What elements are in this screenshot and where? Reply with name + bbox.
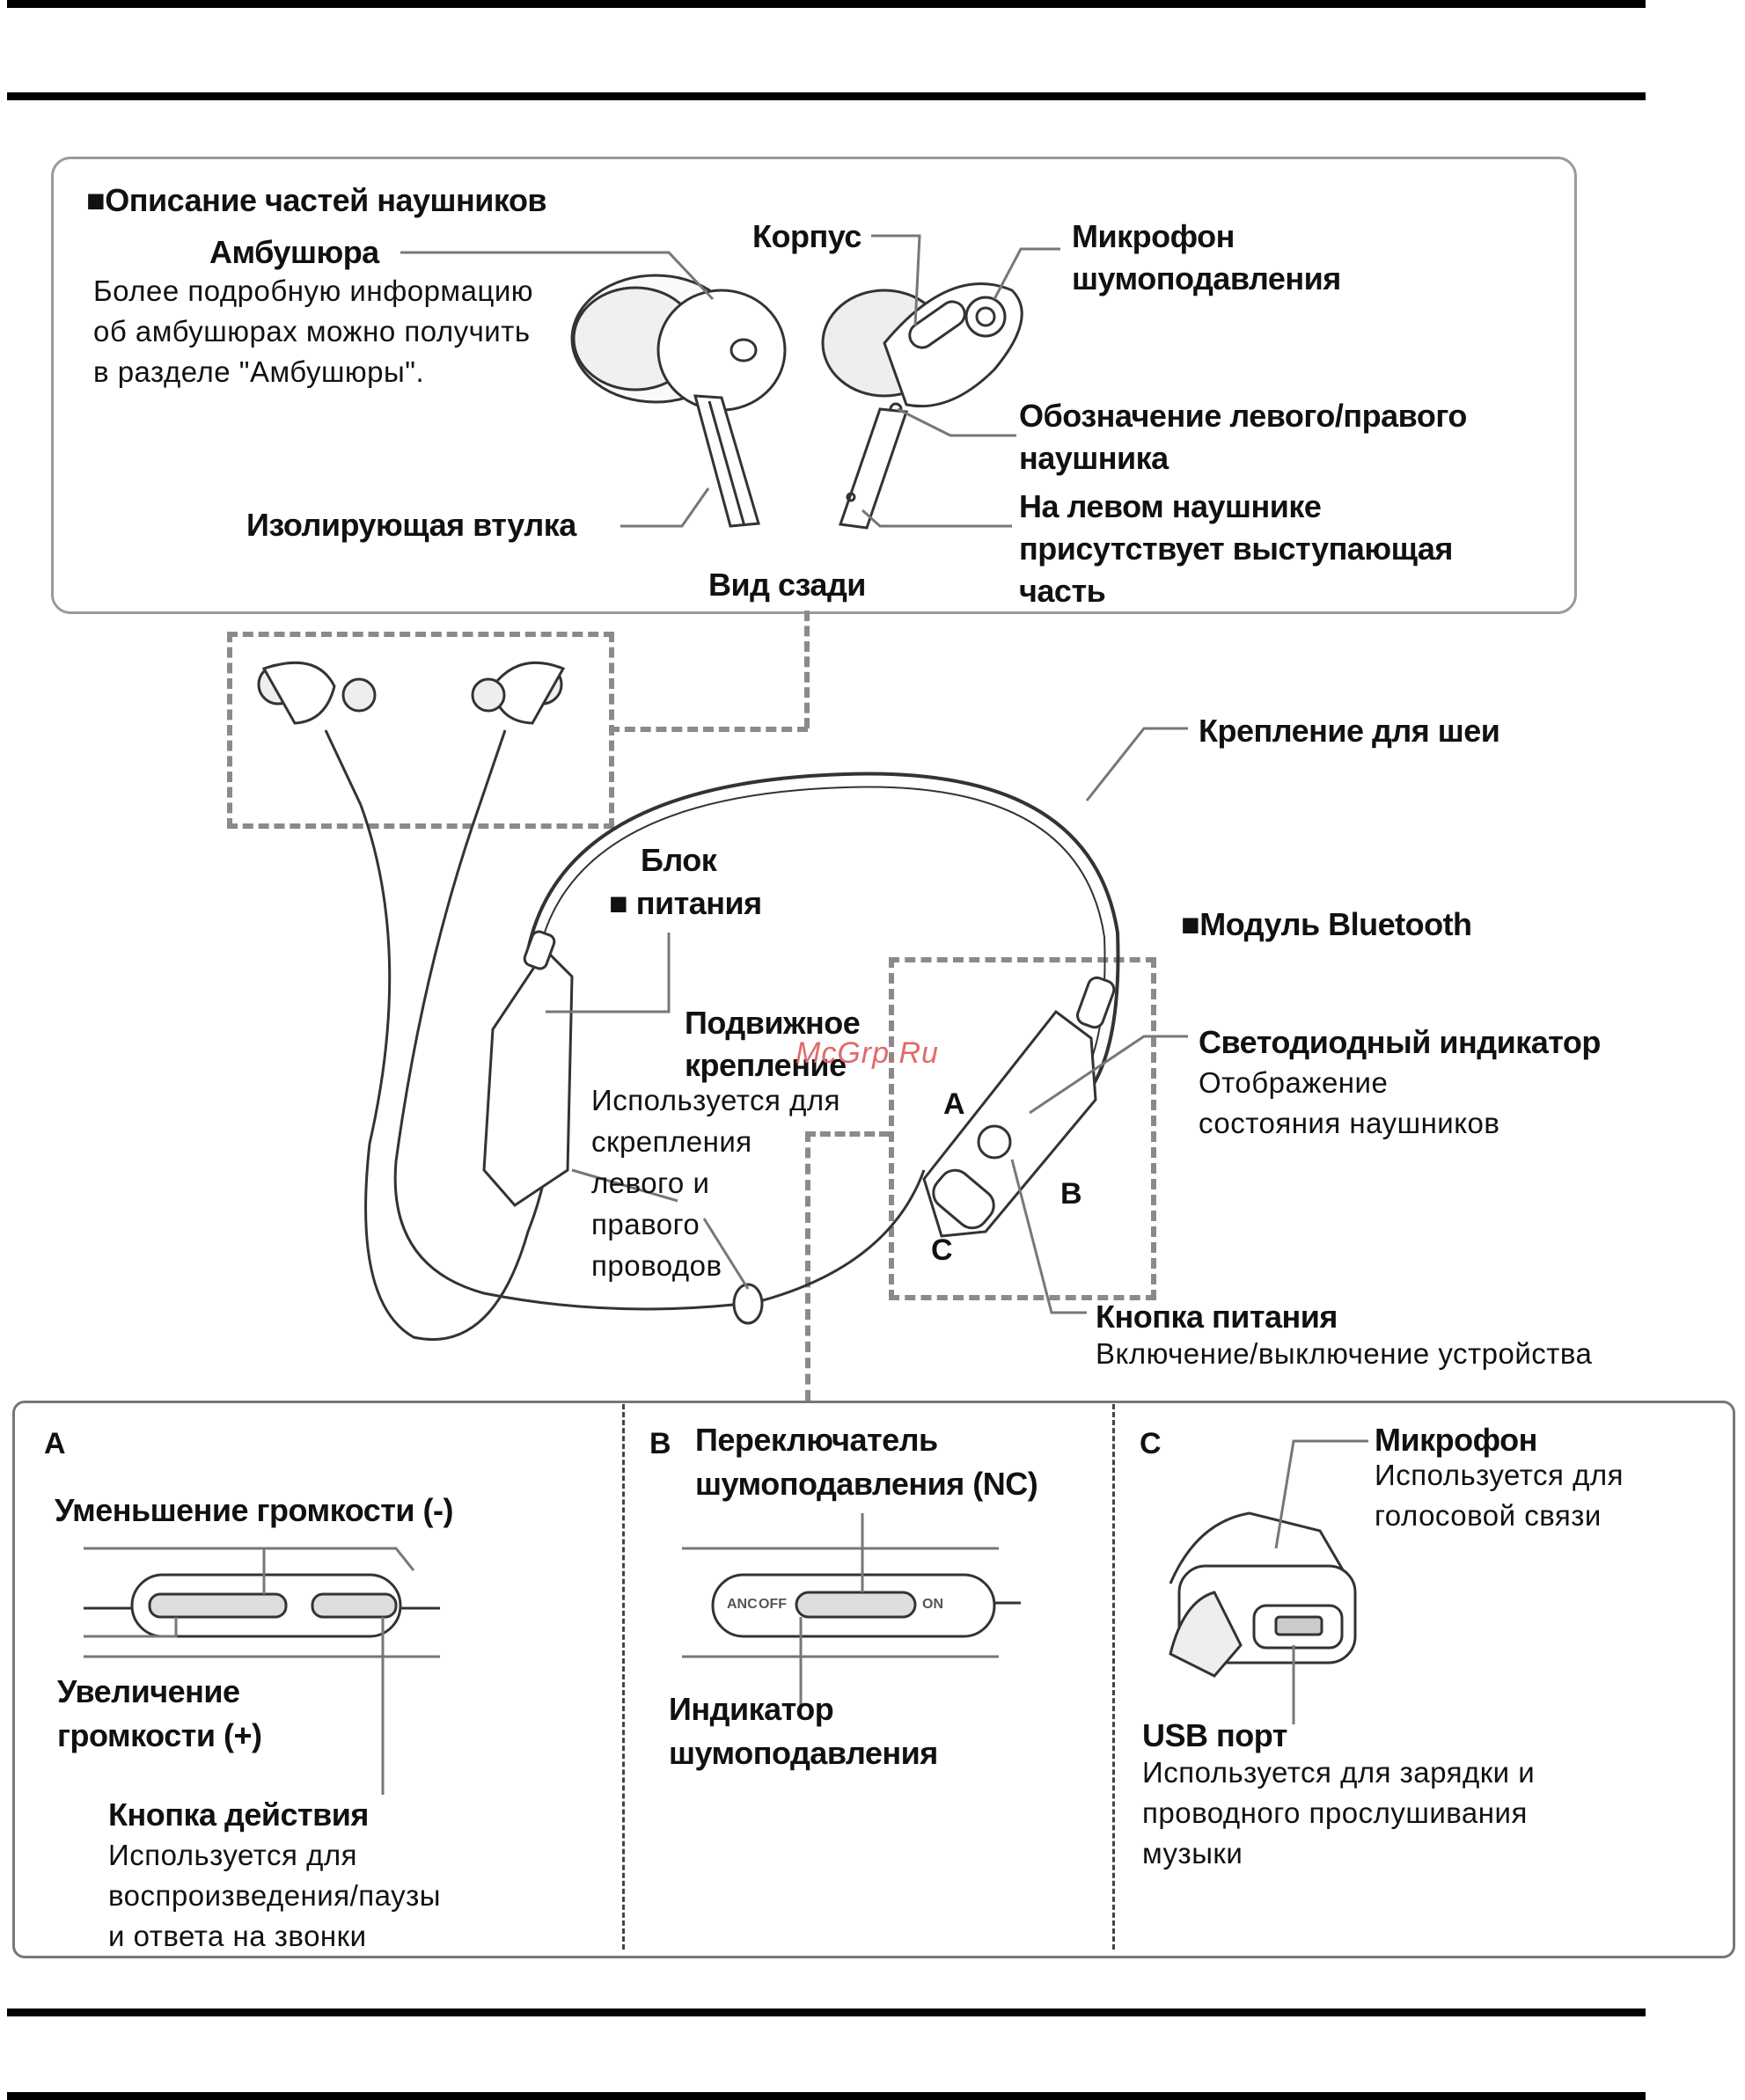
bluetooth-dashed-box: [889, 957, 1156, 1300]
top-rule-1: [7, 0, 1646, 8]
parts-panel: [51, 157, 1577, 614]
mic-desc-2: голосовой связи: [1375, 1499, 1602, 1532]
usb-desc-3: музыки: [1142, 1837, 1243, 1870]
bt-connector-h: [805, 1131, 890, 1137]
remote-a-drawing: [84, 1547, 440, 1795]
usb-desc-2: проводного прослушивания: [1142, 1796, 1528, 1829]
action-desc-1: Используется для: [108, 1839, 357, 1871]
earbud-back-drawing: [821, 282, 1023, 530]
eartip-label: Амбушюра: [209, 234, 379, 270]
switch-b-drawing: [682, 1513, 1021, 1707]
bt-connector-v: [805, 1131, 810, 1401]
housing-label: Корпус: [752, 218, 862, 254]
bluetooth-module-label: ■Модуль Bluetooth: [1181, 906, 1472, 942]
mic-desc-1: Используется для: [1375, 1459, 1624, 1491]
switch-anc-text: ANC: [727, 1597, 758, 1612]
action-button-label: Кнопка действия: [108, 1796, 369, 1833]
battery-label-1: Блок: [641, 842, 717, 878]
eartip-desc-3: в разделе "Амбушюры".: [93, 355, 425, 388]
lr-desc-2: присутствует выступающая: [1019, 530, 1453, 567]
watermark: McGrp.Ru: [796, 1036, 939, 1070]
slider-label-2: крепление: [685, 1047, 847, 1083]
slider-desc-5: проводов: [591, 1249, 722, 1282]
slider-desc-2: скрепления: [591, 1125, 752, 1158]
action-desc-3: и ответа на звонки: [108, 1920, 367, 1952]
slider-desc-1: Используется для: [591, 1084, 840, 1116]
slider-label-1: Подвижное: [685, 1005, 861, 1041]
bottom-rule-1: [7, 2009, 1646, 2016]
lr-label-1: Обозначение левого/правого: [1019, 398, 1467, 434]
panel-c-letter: C: [1140, 1427, 1162, 1460]
bottom-rule-2: [7, 2092, 1646, 2100]
power-button-label: Кнопка питания: [1096, 1299, 1338, 1335]
panel-divider-bc: [1112, 1404, 1115, 1950]
nc-mic-label-2: шумоподавления: [1072, 260, 1341, 296]
usb-desc-1: Используется для зарядки и: [1142, 1756, 1536, 1789]
lr-label-2: наушника: [1019, 440, 1169, 476]
letter-a-main: A: [943, 1087, 965, 1121]
panel-a-letter: A: [44, 1427, 66, 1460]
panel-b-letter: B: [649, 1427, 671, 1460]
earbud-pair-small: [257, 661, 566, 806]
earbud-front-drawing: [570, 274, 787, 528]
usb-port-label: USB порт: [1142, 1717, 1287, 1753]
nc-switch-label-2: шумоподавления (NC): [695, 1466, 1038, 1502]
bluetooth-module-drawing: [922, 976, 1116, 1238]
led-desc-2: состояния наушников: [1199, 1107, 1500, 1139]
switch-on-text: ON: [922, 1597, 943, 1612]
action-desc-2: воспроизведения/паузы: [108, 1879, 441, 1912]
nc-mic-label-1: Микрофон: [1072, 218, 1235, 254]
slider-desc-4: правого: [591, 1208, 700, 1240]
volume-down-label: Уменьшение громкости (-): [55, 1492, 454, 1528]
parts-section-title: ■Описание частей наушников: [86, 182, 547, 218]
volume-up-label-1: Увеличение: [57, 1673, 240, 1709]
mic-label: Микрофон: [1375, 1422, 1537, 1458]
earbud-connector-v: [804, 611, 810, 728]
battery-pod-drawing: [482, 930, 574, 1207]
panel-divider-ab: [622, 1404, 625, 1950]
lr-desc-3: часть: [1019, 573, 1106, 609]
led-desc-1: Отображение: [1199, 1066, 1389, 1099]
top-rule-2: [7, 92, 1646, 100]
insulating-sleeve-label: Изолирующая втулка: [246, 507, 576, 543]
letter-b-main: B: [1060, 1177, 1082, 1211]
back-view-label: Вид сзади: [708, 567, 866, 603]
neck-band-label: Крепление для шеи: [1199, 713, 1500, 749]
led-label: Светодиодный индикатор: [1199, 1024, 1601, 1060]
nc-indicator-label-2: шумоподавления: [669, 1735, 938, 1771]
earbud-connector-h: [609, 727, 808, 732]
battery-label-2: ■ питания: [609, 885, 762, 921]
slider-desc-3: левого и: [591, 1167, 710, 1199]
switch-off-text: OFF: [759, 1597, 787, 1612]
usb-c-drawing: [1169, 1439, 1368, 1724]
letter-c-main: C: [931, 1233, 953, 1267]
nc-indicator-label-1: Индикатор: [669, 1691, 834, 1727]
volume-up-label-2: громкости (+): [57, 1717, 262, 1753]
eartip-desc-1: Более подробную информацию: [93, 274, 534, 307]
eartip-desc-2: об амбушюрах можно получить: [93, 315, 531, 348]
nc-switch-label-1: Переключатель: [695, 1422, 938, 1458]
lr-desc-1: На левом наушнике: [1019, 488, 1322, 524]
controls-panel: [12, 1401, 1735, 1958]
power-button-desc: Включение/выключение устройства: [1096, 1337, 1593, 1370]
